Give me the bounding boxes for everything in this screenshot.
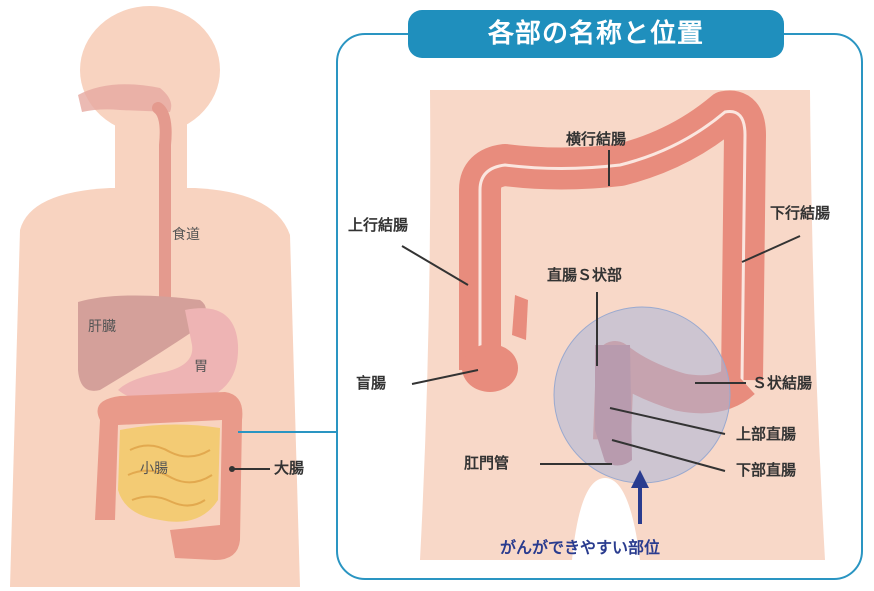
large-intestine-dot (229, 466, 235, 472)
label-esophagus: 食道 (172, 228, 200, 242)
high-risk-zone (554, 307, 730, 483)
label-ascending-colon: 上行結腸 (348, 218, 408, 233)
panel-title: 各部の名称と位置 (408, 10, 784, 58)
label-cecum: 盲腸 (356, 376, 386, 391)
cecum-bulb (462, 344, 518, 392)
label-upper-rectum: 上部直腸 (736, 427, 796, 442)
label-rectosigmoid: 直腸Ｓ状部 (547, 268, 622, 283)
label-anal-canal: 肛門管 (464, 456, 509, 471)
neck (115, 120, 187, 190)
label-transverse-colon: 横行結腸 (566, 132, 626, 147)
label-large-intestine: 大腸 (274, 461, 304, 476)
label-sigmoid-colon: Ｓ状結腸 (752, 376, 812, 391)
label-stomach: 胃 (194, 360, 208, 374)
label-lower-rectum: 下部直腸 (736, 463, 796, 478)
label-liver: 肝臓 (88, 320, 116, 334)
label-small-intestine: 小腸 (140, 462, 168, 476)
body-figure (10, 6, 340, 587)
head (80, 6, 220, 134)
high-risk-callout: がんができやすい部位 (500, 534, 660, 558)
label-descending-colon: 下行結腸 (770, 206, 830, 221)
